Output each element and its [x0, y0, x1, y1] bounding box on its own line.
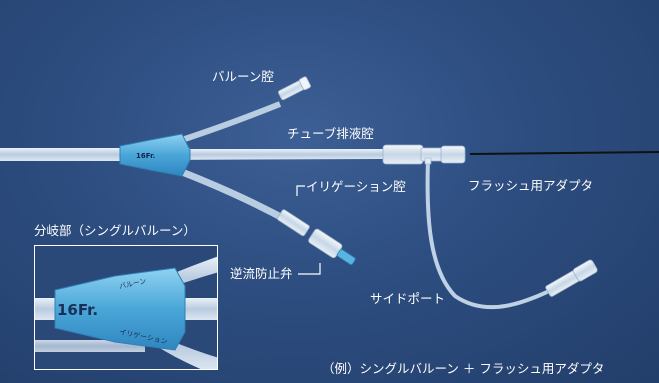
drainage-tube: [150, 149, 385, 160]
side-port-label: サイドポート: [370, 291, 446, 306]
guide-wire: [469, 151, 659, 155]
check-valve-label: 逆流防止弁: [230, 266, 293, 281]
side-port-connector: [545, 259, 598, 297]
side-port-tube: [425, 159, 561, 310]
balloon-lumen-label: バルーン腔: [212, 69, 274, 84]
inset-size-marking: 16Fr.: [57, 301, 99, 319]
irrigation-leader: [296, 185, 305, 196]
branch-hub: [119, 133, 191, 177]
hub-size-marking: 16Fr.: [136, 152, 155, 160]
flush-adapter-label: フラッシュ用アダプタ: [468, 178, 594, 193]
flush-adapter: [382, 144, 466, 165]
irrigation-connector: [277, 209, 356, 265]
check-valve-leader: [298, 263, 321, 275]
branch-closeup: [35, 246, 217, 369]
branch-closeup-inset: 16Fr. バルーン イリゲーション: [34, 245, 218, 370]
drainage-lumen-label: チューブ排液腔: [287, 126, 374, 141]
example-caption: （例）シングルバルーン ＋ フラッシュ用アダプタ: [322, 361, 605, 376]
balloon-valve: [278, 76, 311, 101]
irrigation-lumen-label: イリゲーション腔: [306, 179, 406, 194]
branch-section-label: 分岐部（シングルバルーン）: [34, 223, 196, 238]
